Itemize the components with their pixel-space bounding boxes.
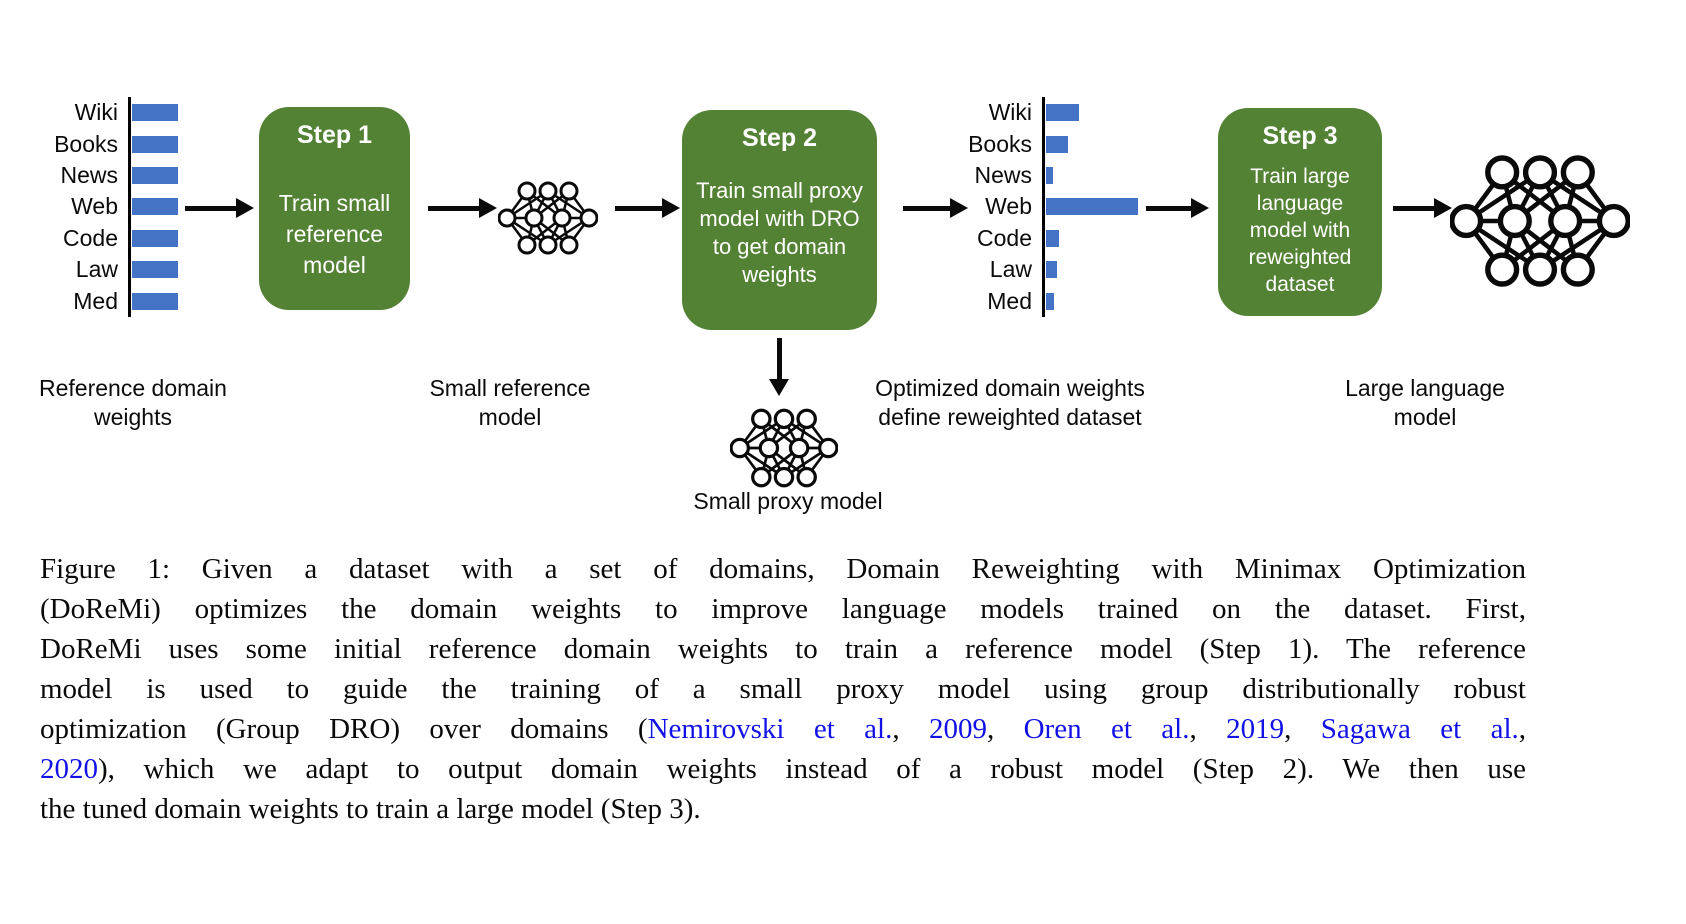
citation-link[interactable]: 2019: [1226, 713, 1285, 745]
citation-link[interactable]: Nemirovski et al.: [647, 713, 893, 745]
caption-text: DoReMi uses some initial reference domai…: [40, 633, 1526, 665]
domain-label: Law: [75, 256, 118, 283]
weight-bar: [132, 166, 178, 184]
weight-bar: [132, 229, 178, 247]
domain-label: Wiki: [74, 99, 118, 126]
small-proxy-model-icon: [730, 398, 838, 498]
caption-line: DoReMi uses some initial reference domai…: [40, 629, 1526, 669]
domain-label: Law: [989, 256, 1032, 283]
caption-line: 2020), which we adapt to output domain w…: [40, 749, 1526, 789]
small-proxy-model-label: Small proxy model: [693, 488, 883, 514]
caption-text: ,: [892, 713, 929, 745]
weight-bar: [1046, 198, 1138, 216]
domain-label: Code: [977, 224, 1032, 251]
domain-label: Med: [73, 287, 118, 314]
small-reference-model-icon: [498, 170, 598, 266]
domain-label: Books: [968, 130, 1032, 157]
figure-caption: Figure 1: Given a dataset with a set of …: [40, 549, 1526, 829]
step2-title: Step 2: [741, 124, 818, 152]
domain-label: News: [60, 161, 118, 188]
weight-bar: [1046, 261, 1057, 279]
arrow-right-icon: [428, 198, 497, 217]
caption-text: model is used to guide the training of a…: [40, 673, 1526, 705]
arrow-down-icon: [769, 338, 788, 396]
large-language-model-icon: [1450, 143, 1630, 299]
domain-label: Med: [987, 287, 1032, 314]
caption-line: Figure 1: Given a dataset with a set of …: [40, 549, 1526, 589]
large-language-model-label: Large language model: [1345, 375, 1505, 430]
caption-line: optimization (Group DRO) over domains (N…: [40, 709, 1526, 749]
domain-label: Books: [54, 130, 118, 157]
domain-label: Web: [71, 193, 118, 220]
domain-label: Code: [63, 224, 118, 251]
reference-weights-label: Reference domain weights: [39, 375, 227, 430]
caption-text: the tuned domain weights to train a larg…: [40, 793, 701, 825]
arrow-right-icon: [1393, 198, 1452, 217]
arrow-right-icon: [185, 198, 254, 217]
domain-label: Web: [985, 193, 1032, 220]
arrow-right-icon: [615, 198, 680, 217]
arrow-right-icon: [1146, 198, 1209, 217]
weight-bar: [1046, 229, 1059, 247]
caption-text: ,: [1284, 713, 1321, 745]
weight-bar: [1046, 104, 1079, 122]
caption-line: model is used to guide the training of a…: [40, 669, 1526, 709]
citation-link[interactable]: Sagawa et al.: [1320, 713, 1519, 745]
caption-text: (DoReMi) optimizes the domain weights to…: [40, 593, 1526, 625]
caption-line: the tuned domain weights to train a larg…: [40, 789, 1526, 829]
citation-link[interactable]: 2020: [40, 753, 98, 785]
weight-bar: [1046, 292, 1054, 310]
weight-bar: [132, 261, 178, 279]
step3-title: Step 3: [1262, 122, 1338, 150]
step1-title: Step 1: [296, 121, 373, 149]
weight-bar: [1046, 135, 1068, 153]
citation-link[interactable]: Oren et al.: [1023, 713, 1190, 745]
citation-link[interactable]: 2009: [928, 713, 987, 745]
caption-text: ,: [1518, 713, 1526, 745]
weight-bar: [132, 135, 178, 153]
domain-label: Wiki: [988, 99, 1032, 126]
weight-bar: [132, 104, 178, 122]
caption-text: Figure 1: Given a dataset with a set of …: [40, 553, 1526, 585]
caption-text: ,: [1189, 713, 1227, 745]
domain-label: News: [974, 161, 1032, 188]
optimized-weights-label: Optimized domain weights define reweight…: [875, 375, 1145, 430]
caption-text: ), which we adapt to output domain weigh…: [98, 753, 1526, 785]
weight-bar: [132, 292, 178, 310]
arrow-right-icon: [903, 198, 968, 217]
caption-text: optimization (Group DRO) over domains (: [40, 713, 648, 745]
caption-line: (DoReMi) optimizes the domain weights to…: [40, 589, 1526, 629]
weight-bar: [132, 198, 178, 216]
small-reference-model-label: Small reference model: [429, 375, 591, 430]
caption-text: ,: [986, 713, 1024, 745]
weight-bar: [1046, 166, 1053, 184]
